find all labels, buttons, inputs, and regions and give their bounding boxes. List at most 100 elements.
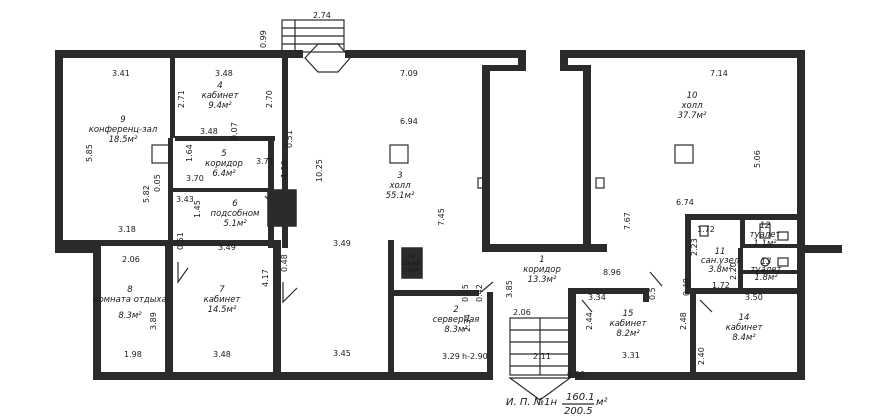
dim-1.10: 1.10 (280, 160, 289, 178)
svg-text:8.3м²: 8.3м² (444, 325, 468, 335)
dim-2.40: 2.40 (697, 347, 706, 365)
dim-3.71: 3.71 (256, 157, 274, 166)
svg-text:9: 9 (120, 115, 125, 125)
svg-text:6: 6 (232, 199, 238, 209)
dim-0.25: 0.25 (461, 284, 470, 302)
footer-numerator: 160.1 (566, 392, 595, 403)
svg-text:холл: холл (680, 101, 703, 111)
svg-text:5: 5 (221, 149, 226, 159)
room-15: 15 кабинет 8.2м² (610, 309, 648, 339)
svg-text:кабинет: кабинет (204, 295, 242, 305)
dim-2.74: 2.74 (313, 11, 331, 20)
dim-0.07: 0.07 (230, 122, 239, 140)
svg-text:кабинет: кабинет (610, 319, 648, 329)
svg-text:3.8м²: 3.8м² (708, 265, 732, 275)
svg-text:13.3м²: 13.3м² (528, 275, 557, 285)
svg-text:серверная: серверная (433, 315, 480, 325)
dim-0.51-bottom: 0.51 (176, 232, 185, 250)
room-7: 7 кабинет 14.5м² (204, 285, 242, 315)
stairs-bottom (508, 317, 572, 401)
svg-text:8: 8 (127, 285, 133, 295)
svg-text:5.1м²: 5.1м² (223, 219, 247, 229)
dim-4.17: 4.17 (261, 269, 270, 287)
dim-2.23: 2.23 (690, 238, 699, 256)
dim-2.11: 2.11 (533, 352, 551, 361)
dim-8.96: 8.96 (603, 268, 621, 277)
room-8: 8 комната отдыха 8.3м² (93, 285, 166, 321)
dim-5.06: 5.06 (753, 150, 762, 168)
dim-3.34: 3.34 (588, 293, 606, 302)
dim-2.71: 2.71 (177, 90, 186, 108)
svg-text:1: 1 (539, 255, 544, 265)
dim-1.72-bottom: 1.72 (712, 281, 730, 290)
room-labels: 9 конференц-зал 18.5м² 4 кабинет 9.4м² 5… (89, 81, 783, 343)
dim-7.09: 7.09 (400, 69, 418, 78)
room-11: 11 сан.узел 3.8м² (701, 247, 740, 275)
dim-7.45: 7.45 (437, 208, 446, 226)
dim-0.99: 0.99 (259, 30, 268, 48)
dim-3.49-top: 3.49 (218, 243, 236, 252)
stairs-top (281, 19, 351, 73)
room-4: 4 кабинет 9.4м² (202, 81, 240, 111)
dim-3.48-bottom: 3.48 (213, 350, 231, 359)
room-3: 3 холл 55.1м² (386, 171, 415, 201)
svg-text:конференц-зал: конференц-зал (89, 125, 158, 135)
dim-2.20: 2.20 (729, 262, 738, 280)
dim-3.48-top: 3.48 (215, 69, 233, 78)
footer-denominator: 200.5 (564, 406, 593, 417)
dim-5.82: 5.82 (142, 185, 151, 203)
dim-2.34: 2.34 (463, 314, 472, 332)
room-13: 13 туалет 1.8м² (751, 257, 783, 283)
svg-text:13: 13 (761, 257, 772, 267)
dim-0.48-left: 0.48 (280, 254, 289, 272)
dim-3.18: 3.18 (118, 225, 136, 234)
svg-text:10: 10 (687, 91, 698, 101)
room-6: 6 подсобном 5.1м² (211, 199, 261, 229)
svg-text:сан.узел: сан.узел (701, 256, 740, 266)
dim-3.48-mid: 3.48 (200, 127, 218, 136)
dim-2.06-left: 2.06 (122, 255, 140, 264)
dim-3.89: 3.89 (149, 312, 158, 330)
walls (55, 50, 842, 380)
dim-7.67: 7.67 (623, 212, 632, 230)
dim-3.49-hall: 3.49 (333, 239, 351, 248)
dim-3.43: 3.43 (176, 195, 194, 204)
dim-3.31: 3.31 (622, 351, 640, 360)
svg-text:коридор: коридор (205, 159, 243, 169)
dim-0.42: 0.42 (475, 284, 484, 302)
dim-1.64: 1.64 (185, 144, 194, 162)
svg-text:1.1м²: 1.1м² (753, 239, 777, 249)
dim-5.85: 5.85 (85, 144, 94, 162)
svg-text:18.5м²: 18.5м² (109, 135, 138, 145)
svg-text:6.4м²: 6.4м² (212, 169, 236, 179)
svg-text:11: 11 (715, 247, 726, 257)
svg-text:8.4м²: 8.4м² (732, 333, 756, 343)
svg-text:3: 3 (397, 171, 402, 181)
dim-0.48-right: 0.48 (682, 278, 691, 296)
room-1: 1 коридор 13.3м² (523, 255, 561, 285)
svg-text:2: 2 (453, 305, 458, 315)
svg-text:кабинет: кабинет (726, 323, 764, 333)
svg-text:8.3м²: 8.3м² (118, 311, 142, 321)
dim-1.72-top: 1.72 (697, 225, 715, 234)
svg-text:шкаф: шкаф (402, 260, 420, 267)
dim-2.70: 2.70 (265, 90, 274, 108)
dim-0.5: 0.5 (648, 287, 657, 300)
svg-text:9.4м²: 9.4м² (208, 101, 232, 111)
dim-6.74: 6.74 (676, 198, 694, 207)
dim-0.05: 0.05 (153, 174, 162, 192)
area-footer: И. П. №1н 160.1 200.5 м² (506, 392, 608, 417)
room-2: 2 серверная 8.3м² (433, 305, 480, 335)
dimension-labels: 2.74 0.99 3.41 3.48 7.09 7.14 2.71 2.70 … (85, 11, 763, 379)
svg-text:15: 15 (623, 309, 634, 319)
sanitary-fixtures (699, 223, 789, 267)
svg-text:подсобном: подсобном (211, 209, 261, 219)
footer-prefix: И. П. №1н (506, 397, 557, 408)
dim-0.51-top: 0.51 (285, 130, 294, 148)
svg-text:37.7м²: 37.7м² (678, 111, 707, 121)
svg-text:14: 14 (739, 313, 750, 323)
room-5: 5 коридор 6.4м² (205, 149, 243, 179)
svg-text:кабинет: кабинет (202, 91, 240, 101)
svg-text:1.8м²: 1.8м² (754, 273, 778, 283)
